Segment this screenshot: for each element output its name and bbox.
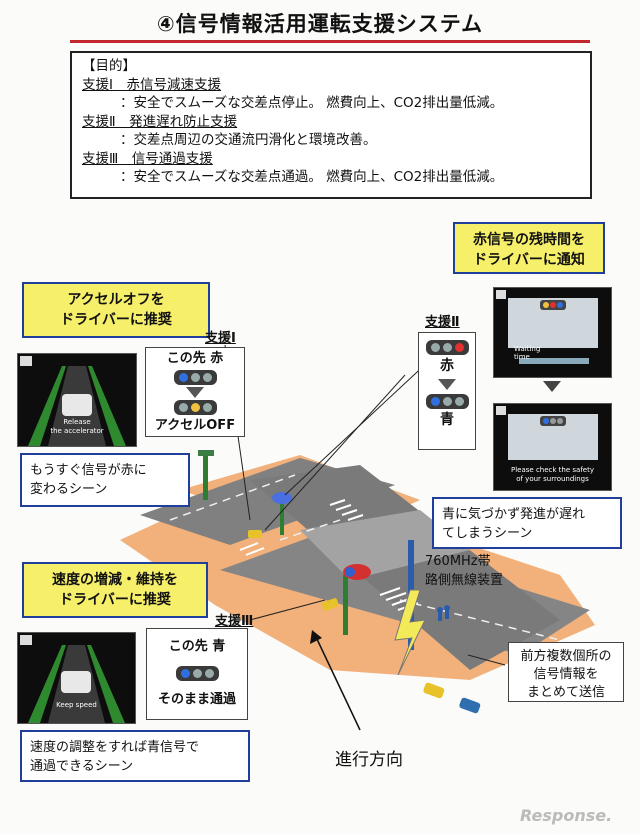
support2-scene-line2: てしまうシーン — [442, 526, 533, 541]
purpose-item-1-desc: ：安全でスムーズな交差点停止。 燃費向上、CO2排出量低減。 — [120, 95, 504, 111]
support2-screen1-text: Waiting time — [514, 345, 541, 361]
signal-pole-1 — [203, 455, 208, 500]
support3-panel: この先 青 そのまま通過 — [146, 628, 248, 720]
purpose-heading: 【目的】 — [82, 58, 136, 74]
support3-panel-top: この先 青 — [168, 639, 226, 654]
support2-screen2-graphic — [496, 406, 598, 460]
transmit-line2: 信号情報を — [533, 667, 599, 682]
support3-label: 支援Ⅲ — [215, 614, 254, 629]
support3-callout: 速度の増減・維持を ドライバーに推奨 — [22, 562, 208, 618]
radio-label: 760MHz帯 路側無線装置 — [425, 552, 503, 590]
purpose-box: 【目的】 支援Ⅰ 赤信号減速支援 ：安全でスムーズな交差点停止。 燃費向上、CO… — [70, 51, 592, 199]
support2-panel: 赤 青 — [418, 332, 476, 450]
signal-red-icon — [425, 340, 469, 355]
transmit-box: 前方複数個所の 信号情報を まとめて送信 — [508, 642, 624, 702]
support3-scene: 速度の調整をすれば青信号で 通過できるシーン — [20, 730, 250, 782]
support3-screen-graphic — [20, 635, 125, 723]
watermark-logo: Response. — [520, 806, 613, 825]
support2-label: 支援Ⅱ — [425, 315, 460, 330]
purpose-item-2-desc: ：交差点周辺の交通流円滑化と環境改善。 — [120, 132, 377, 148]
title-underline — [70, 40, 590, 43]
support2-callout: 赤信号の残時間を ドライバーに通知 — [453, 222, 605, 274]
support2-screen2-text2: of your surroundings — [516, 475, 589, 483]
direction-arrow-icon — [310, 630, 361, 731]
support2-panel-top: 赤 — [440, 358, 454, 374]
radio-line2: 路側無線装置 — [425, 573, 504, 588]
pedestrian-icon — [437, 607, 443, 613]
intersection-illustration — [120, 344, 595, 731]
support2-screen2-text1: Please check the safety — [511, 466, 594, 474]
support1-callout-line1: アクセルオフを — [67, 292, 165, 308]
lane-lines — [169, 474, 561, 641]
support1-screen-graphic — [20, 356, 126, 446]
support3-scene-line1: 速度の調整をすれば青信号で — [30, 740, 200, 755]
support2-callout-line2: ドライバーに通知 — [473, 252, 585, 268]
support3-callout-line2: ドライバーに推奨 — [59, 592, 171, 608]
car-icon-1 — [248, 530, 262, 538]
support2-screen-go: Please check the safety of your surround… — [493, 403, 612, 491]
support1-callout: アクセルオフを ドライバーに推奨 — [22, 282, 210, 338]
arrow-down-icon — [186, 387, 204, 398]
support1-panel-top: この先 赤 — [166, 351, 224, 366]
support1-screen-text2: the accelerator — [50, 427, 104, 435]
support3-screen-text: Keep speed — [56, 701, 97, 709]
support2-callout-line1: 赤信号の残時間を — [473, 232, 585, 248]
purpose-item-1-label: 支援Ⅰ 赤信号減速支援 — [82, 76, 221, 93]
car-icon-3 — [423, 682, 445, 699]
arrow-down-icon — [438, 379, 456, 390]
support1-screen: Release the accelerator — [17, 353, 137, 447]
support3-panel-bottom: そのまま通過 — [157, 692, 236, 707]
signal-blue-icon — [425, 394, 469, 409]
signal-yellow-icon — [173, 400, 217, 415]
intersection-center — [300, 510, 470, 580]
page-title: ④信号情報活用運転支援システム — [156, 12, 484, 36]
purpose-item-3-desc: ：安全でスムーズな交差点通過。 燃費向上、CO2排出量低減。 — [120, 169, 504, 185]
car-icon-4 — [459, 697, 481, 714]
signal-blue-icon — [173, 370, 217, 385]
support1-callout-line2: ドライバーに推奨 — [60, 312, 172, 328]
support1-panel: この先 赤 アクセルOFF — [145, 347, 245, 437]
support1-screen-text1: Release — [63, 418, 91, 426]
support3-screen: Keep speed — [17, 632, 136, 724]
signal-blue-icon — [175, 666, 219, 681]
direction-label: 進行方向 — [335, 750, 403, 770]
signal-pole-2 — [280, 495, 284, 535]
purpose-item-3-label: 支援Ⅲ 信号通過支援 — [82, 150, 213, 167]
transmit-line3: まとめて送信 — [526, 685, 605, 700]
arrow-down-icon — [543, 381, 561, 392]
support1-panel-bottom: アクセルOFF — [154, 418, 236, 433]
support3-scene-line2: 通過できるシーン — [30, 759, 134, 774]
support3-callout-line1: 速度の増減・維持を — [52, 572, 178, 588]
signal-pole-3 — [343, 575, 348, 635]
support2-scene: 青に気づかず発進が遅れ てしまうシーン — [432, 497, 622, 549]
support2-screen-waiting: Waiting time — [493, 287, 612, 378]
purpose-item-2-label: 支援Ⅱ 発進遅れ防止支援 — [82, 113, 238, 130]
support1-label: 支援Ⅰ — [205, 331, 236, 346]
support1-scene-line1: もうすぐ信号が赤に — [30, 463, 147, 478]
support1-scene-line2: 変わるシーン — [30, 482, 108, 497]
car-icon-2 — [321, 598, 339, 611]
signal-head-2 — [272, 492, 292, 504]
support2-panel-bottom: 青 — [440, 412, 454, 428]
support2-scene-line1: 青に気づかず発進が遅れ — [442, 507, 586, 522]
support2-screen1-graphic — [496, 290, 598, 364]
transmit-line1: 前方複数個所の — [520, 649, 612, 664]
radio-line1: 760MHz帯 — [425, 554, 491, 569]
lightning-icon — [394, 589, 426, 676]
support1-scene: もうすぐ信号が赤に 変わるシーン — [20, 453, 190, 507]
road-main — [250, 465, 560, 670]
